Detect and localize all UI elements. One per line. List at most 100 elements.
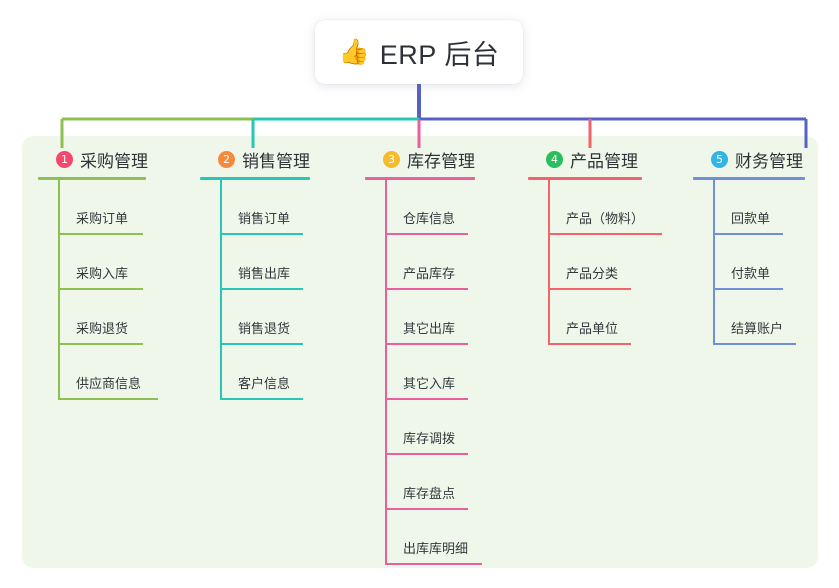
branch-item-label: 采购订单 [76,211,129,226]
branch-header-rule [200,177,310,180]
branch-title: 财务管理 [735,151,803,171]
branch-item[interactable]: 产品库存 [385,235,475,290]
branch-item-label: 销售退货 [238,321,291,336]
branch-item-list: 销售订单销售出库销售退货客户信息 [220,180,310,400]
branch-item-rule [220,343,303,345]
branch-item[interactable]: 回款单 [713,180,805,235]
branch-item-rule [385,343,468,345]
branch-item-list: 采购订单采购入库采购退货供应商信息 [58,180,158,400]
branch-item-rule [385,453,468,455]
branch-item[interactable]: 其它入库 [385,345,475,400]
branch-item[interactable]: 采购退货 [58,290,148,345]
branch-item-rule [385,508,468,510]
branch-item[interactable]: 产品分类 [548,235,642,290]
branch-item-rule [58,398,158,400]
branch-item-label: 产品单位 [566,321,619,336]
branch-item-label: 供应商信息 [76,376,142,391]
branch-spine [220,180,222,400]
branch-item-label: 产品库存 [403,266,456,281]
branch-spine [713,180,715,345]
branch-item-label: 其它出库 [403,321,456,336]
branch-header-3[interactable]: 3 库存管理 [365,146,475,172]
branch-header-2[interactable]: 2 销售管理 [200,146,310,172]
branch-title: 产品管理 [570,151,638,171]
branch-item-label: 出库库明细 [403,541,469,556]
branch-item-label: 仓库信息 [403,211,456,226]
branch-item[interactable]: 库存调拨 [385,400,475,455]
branch-index-badge: 1 [56,150,73,168]
branch-header-4[interactable]: 4 产品管理 [528,146,642,172]
branch-item-label: 回款单 [731,211,771,226]
branch-item-label: 产品（物料） [566,211,645,226]
branch-column-2: 2 销售管理销售订单销售出库销售退货客户信息 [200,146,310,400]
branch-item-rule [58,233,143,235]
branch-item[interactable]: 供应商信息 [58,345,158,400]
branch-item-rule [58,288,143,290]
branch-header-5[interactable]: 5 财务管理 [693,146,805,172]
branch-item-label: 付款单 [731,266,771,281]
branch-item-rule [385,563,482,565]
branch-item[interactable]: 销售订单 [220,180,310,235]
branch-item[interactable]: 采购订单 [58,180,148,235]
branch-item[interactable]: 出库库明细 [385,510,482,565]
branch-header-rule [528,177,642,180]
branch-item-list: 回款单付款单结算账户 [713,180,805,345]
branch-title: 库存管理 [407,151,475,171]
branch-item-rule [220,398,303,400]
branch-item-rule [713,233,783,235]
branch-item-label: 库存盘点 [403,486,456,501]
branch-column-3: 3 库存管理仓库信息产品库存其它出库其它入库库存调拨库存盘点出库库明细 [365,146,482,565]
branch-item[interactable]: 其它出库 [385,290,475,345]
branch-item-rule [713,343,796,345]
branch-item[interactable]: 采购入库 [58,235,148,290]
branch-item-label: 库存调拨 [403,431,456,446]
branch-header-rule [365,177,475,180]
branch-item[interactable]: 销售出库 [220,235,310,290]
branch-item-list: 产品（物料） 产品分类产品单位 [548,180,662,345]
branch-item-label: 客户信息 [238,376,291,391]
branch-header-rule [38,177,146,180]
branch-spine [58,180,60,400]
branch-item-label: 销售出库 [238,266,291,281]
branch-item[interactable]: 客户信息 [220,345,310,400]
root-title-card[interactable]: 👍 ERP 后台 [315,20,523,84]
branch-item-rule [548,288,631,290]
branch-index-badge: 2 [218,150,235,168]
branch-item[interactable]: 产品（物料） [548,180,662,235]
branch-spine [548,180,550,345]
branch-item-rule [385,398,468,400]
branch-item[interactable]: 库存盘点 [385,455,475,510]
branch-title: 采购管理 [80,151,148,171]
branch-item-rule [220,233,303,235]
branch-item-label: 产品分类 [566,266,619,281]
branch-spine [385,180,387,565]
branch-item-label: 采购入库 [76,266,129,281]
branch-header-1[interactable]: 1 采购管理 [38,146,148,172]
thumbs-up-icon: 👍 [338,37,370,66]
branch-item[interactable]: 结算账户 [713,290,805,345]
branches-panel [22,136,818,568]
branch-item-rule [548,343,631,345]
branch-column-4: 4 产品管理产品（物料） 产品分类产品单位 [528,146,662,345]
branch-index-badge: 3 [383,150,400,168]
branch-item-label: 结算账户 [731,321,784,336]
page-title: ERP 后台 [379,39,500,70]
branch-item[interactable]: 销售退货 [220,290,310,345]
branch-item-rule [713,288,783,290]
branch-column-1: 1 采购管理采购订单采购入库采购退货供应商信息 [38,146,158,400]
branch-item-label: 采购退货 [76,321,129,336]
branch-column-5: 5 财务管理回款单付款单结算账户 [693,146,805,345]
branch-title: 销售管理 [242,151,310,171]
branch-item-rule [385,288,468,290]
branch-item-list: 仓库信息产品库存其它出库其它入库库存调拨库存盘点出库库明细 [385,180,482,565]
branch-index-badge: 5 [711,150,728,168]
branch-item-rule [385,233,468,235]
branch-header-rule [693,177,805,180]
branch-item-rule [220,288,303,290]
branch-item[interactable]: 仓库信息 [385,180,475,235]
branch-item[interactable]: 产品单位 [548,290,642,345]
branch-index-badge: 4 [546,150,563,168]
branch-item-rule [548,233,662,235]
branch-item[interactable]: 付款单 [713,235,805,290]
